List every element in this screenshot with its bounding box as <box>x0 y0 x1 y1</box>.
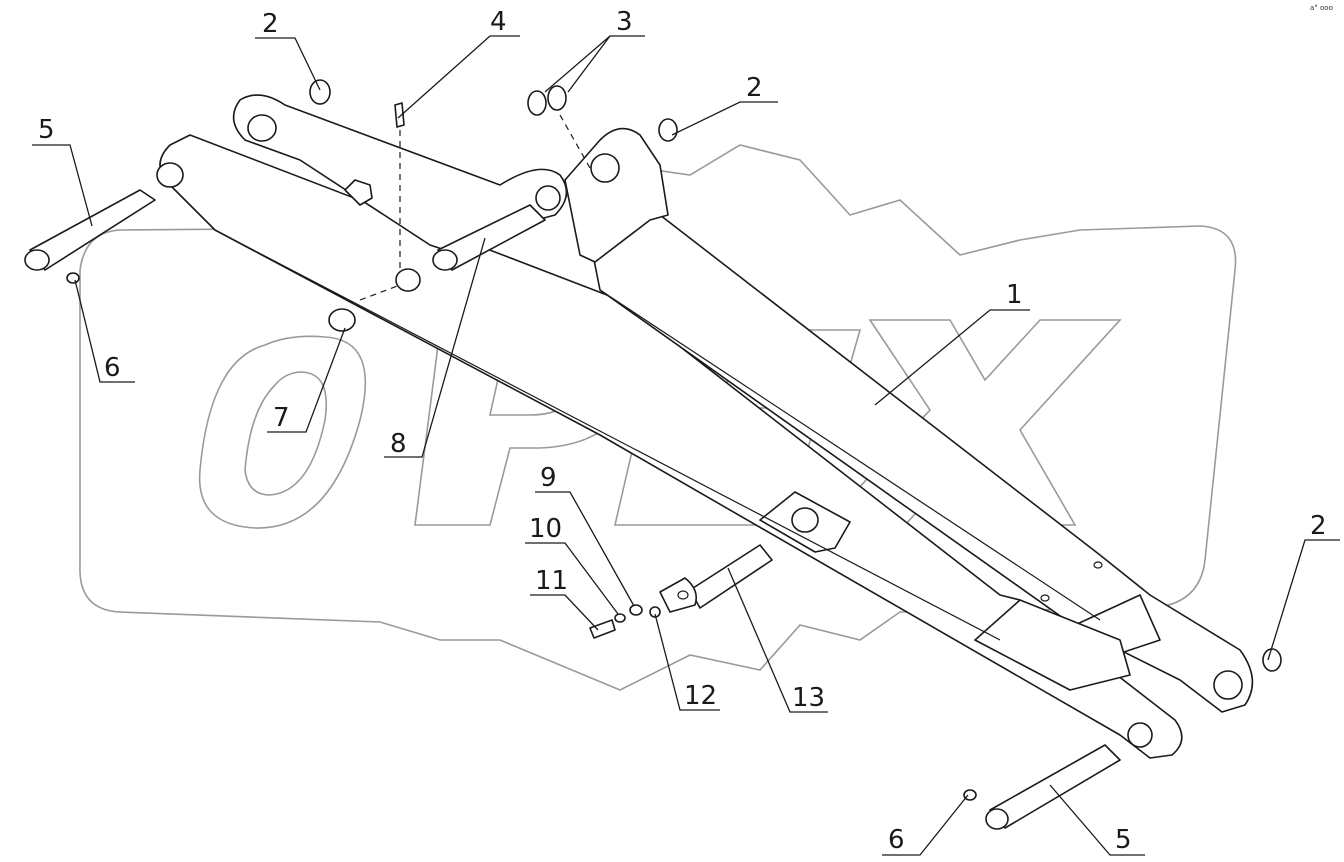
part-11-bolt <box>589 619 616 639</box>
part-9-washer <box>629 604 643 616</box>
callout-12: 12 <box>684 681 717 711</box>
boom-rear-bore-right <box>590 153 620 183</box>
part-2-ring-top-right <box>658 118 678 142</box>
leader-9 <box>535 491 635 607</box>
boom-rear-bore-left <box>156 162 184 188</box>
callout-2-right: 2 <box>1310 511 1327 541</box>
pin-5-upper <box>24 189 156 271</box>
part-12-fitting <box>649 606 661 618</box>
leader-lines <box>32 35 1340 856</box>
leader-3b <box>567 35 611 93</box>
boom-front-bracket <box>974 599 1131 691</box>
part-2-ring-right <box>1262 648 1282 672</box>
link-plate-stub <box>344 179 373 206</box>
callout-5-lower: 5 <box>1115 825 1132 855</box>
callout-1: 1 <box>1006 280 1023 310</box>
leader-3a <box>544 35 645 93</box>
callout-9: 9 <box>540 463 557 493</box>
part-2-ring-top-left <box>309 79 331 105</box>
leader-11 <box>530 594 599 631</box>
corner-mark: a° ooo <box>1310 4 1333 12</box>
leader-7 <box>267 327 346 433</box>
link-plate-boss <box>395 268 421 292</box>
leader-10 <box>525 542 619 615</box>
part-7-washer <box>328 308 356 332</box>
part-3-ring-b <box>547 85 567 111</box>
boom-front-bore-left <box>1127 722 1153 748</box>
part-10-washer <box>614 613 626 623</box>
callout-5-upper: 5 <box>38 115 55 145</box>
link-plate-bore-left <box>247 114 277 142</box>
callout-7: 7 <box>273 403 290 433</box>
boom-center-bore <box>791 507 819 533</box>
part-4-pin <box>394 102 405 128</box>
boom-rear-head <box>564 127 669 263</box>
part-6-lower-fitting <box>963 789 977 801</box>
callout-13: 13 <box>792 683 825 713</box>
callout-labels: 1 2 2 2 3 4 5 5 6 6 7 8 9 10 11 12 13 <box>38 7 1327 855</box>
callout-2-top-left: 2 <box>262 9 279 39</box>
pin-5-lower <box>985 744 1121 830</box>
part-3-ring-a <box>527 90 547 116</box>
callout-11: 11 <box>535 566 568 596</box>
leader-6b <box>882 794 969 856</box>
leader-2a <box>255 37 321 91</box>
callout-6-upper: 6 <box>104 353 121 383</box>
boom-outer-arm <box>159 134 1183 759</box>
boom-inner-arm <box>589 214 1254 713</box>
callout-3: 3 <box>616 7 633 37</box>
leader-12 <box>654 613 720 711</box>
callout-8: 8 <box>390 429 407 459</box>
boom-frame <box>156 127 1254 759</box>
leader-2c <box>1267 539 1340 661</box>
leader-4 <box>397 35 520 119</box>
callout-4: 4 <box>490 7 507 37</box>
pins <box>24 79 1282 830</box>
leader-8 <box>384 237 486 458</box>
leader-5b <box>1049 784 1145 856</box>
callout-2-top-right: 2 <box>746 73 763 103</box>
part-6-upper-fitting <box>66 272 80 284</box>
leader-5a <box>32 144 93 227</box>
pin-13 <box>659 544 773 613</box>
leader-2b <box>671 101 778 136</box>
leader-6a <box>74 279 135 383</box>
pin-8 <box>432 204 546 271</box>
boom-front-bore-right <box>1213 670 1243 700</box>
link-plate-bore-right <box>535 185 561 211</box>
callout-10: 10 <box>529 514 562 544</box>
leader-13 <box>727 567 828 713</box>
leader-1 <box>874 309 1030 406</box>
callout-6-lower: 6 <box>888 825 905 855</box>
